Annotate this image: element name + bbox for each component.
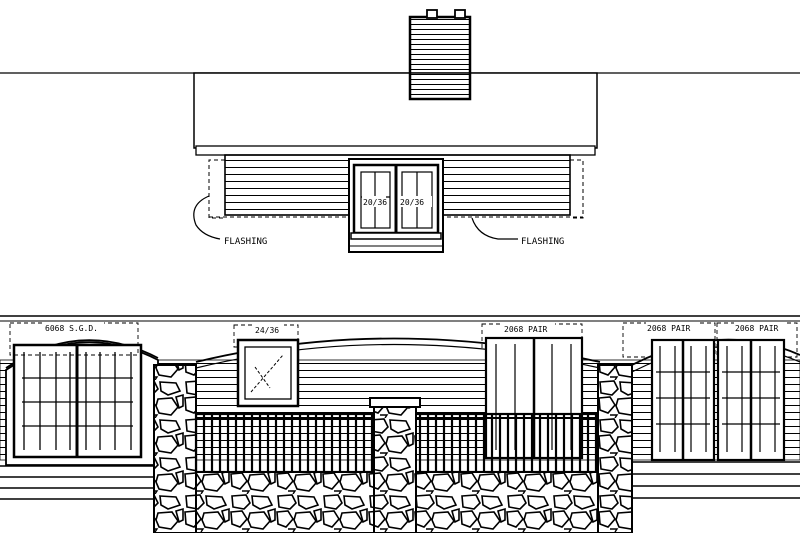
flashing-leader-left — [193, 195, 221, 240]
window-label-right: 20/36 — [400, 198, 424, 207]
chimney — [408, 15, 472, 101]
right-pair-label-1: 2068 PAIR — [647, 324, 691, 333]
stone-pier-center — [373, 403, 417, 533]
sgd-label: 6068 S.G.D. — [45, 324, 98, 333]
upper-elevation: FLASHING FLASHING 20/36 20/36 — [0, 9, 800, 253]
sgd-bay: 6068 S.G.D. — [0, 322, 159, 500]
window-label-left: 20/36 — [363, 198, 387, 207]
dashed-wing-right — [570, 159, 584, 219]
fascia — [195, 145, 596, 156]
flashing-label-left: FLASHING — [224, 237, 267, 247]
right-pair-label-2: 2068 PAIR — [735, 324, 779, 333]
chimney-flue-right — [454, 9, 466, 19]
dormer-sill — [350, 232, 442, 240]
stone-pier-right — [597, 364, 633, 533]
lower-elevation: 6068 S.G.D. 24/36 — [0, 315, 800, 533]
chimney-flue-left — [426, 9, 438, 19]
small-window-label: 24/36 — [255, 326, 279, 335]
stone-pier-left — [153, 364, 197, 533]
flashing-leader-right — [471, 217, 518, 240]
roof — [193, 72, 598, 149]
small-window: 24/36 — [233, 324, 300, 408]
center-pair-label: 2068 PAIR — [504, 325, 548, 334]
dashed-wing-left — [208, 159, 225, 219]
right-pair-doors-bay: 2068 PAIR 2068 PAIR — [622, 322, 800, 499]
flashing-label-right: FLASHING — [521, 237, 564, 247]
